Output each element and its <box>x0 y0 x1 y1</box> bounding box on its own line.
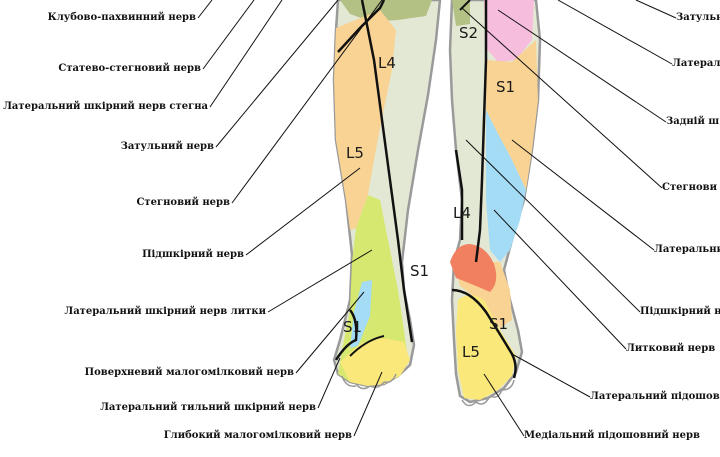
leader-left-9 <box>317 357 341 409</box>
anterior-boundary-line-1 <box>360 0 414 343</box>
anterior-boundary-line-4 <box>349 335 385 357</box>
leader-left-4 <box>215 0 339 148</box>
leader-left-7 <box>267 249 373 313</box>
posterior-boundary-line-2 <box>454 149 464 240</box>
leader-right-1 <box>635 0 677 19</box>
posterior-leg <box>448 0 542 407</box>
nerve-label-ilioinguinal: Клубово-пахвинний нерв <box>47 12 196 23</box>
segment-label: S1 <box>489 315 508 333</box>
leader-left-10 <box>353 371 383 437</box>
leader-left-8 <box>295 291 365 374</box>
nerve-label-lateral-posterior: Латерал <box>672 58 720 69</box>
leader-right-7 <box>493 209 627 350</box>
anterior-boundary-line-3 <box>334 309 358 361</box>
leader-right-2 <box>557 0 673 65</box>
nerve-label-genitofemoral: Статево-стегновий нерв <box>58 63 201 74</box>
nerve-label-sural: Литковий нерв <box>626 343 716 354</box>
anterior-leg <box>332 0 442 390</box>
segment-label: S1 <box>496 78 515 96</box>
segment-label: S2 <box>459 24 478 42</box>
leader-right-5 <box>511 139 655 251</box>
nerve-label-obturator: Затульний нерв <box>120 141 214 152</box>
segment-label: S1 <box>410 262 429 280</box>
leader-right-3 <box>497 9 667 123</box>
nerve-label-posterior-cutaneous: Задній ш <box>666 116 720 127</box>
anterior-boundary-line-2 <box>337 0 386 53</box>
anterior-orange-zone <box>334 10 396 230</box>
posterior-heel-salmon-zone <box>450 244 497 292</box>
posterior-toes <box>461 379 515 407</box>
posterior-sole-yellow-zone <box>456 295 516 400</box>
leader-left-1 <box>197 0 213 19</box>
posterior-boundary-line-1 <box>474 0 488 263</box>
leader-left-6 <box>245 167 361 256</box>
nerve-label-lateral-plantar: Латеральний підошовн <box>590 391 720 402</box>
posterior-pink-zone <box>484 0 534 62</box>
posterior-boundary-line-3 <box>451 288 517 379</box>
leader-right-8 <box>511 353 591 398</box>
posterior-blue-zone <box>486 110 526 262</box>
nerve-label-superficial-peroneal: Поверхневий малогомілковий нерв <box>84 367 294 378</box>
nerve-label-medial-plantar: Медіальний підошовний нерв <box>524 430 700 441</box>
posterior-olive-zone <box>452 0 470 26</box>
leader-right-6 <box>465 139 641 313</box>
segment-label: L5 <box>462 343 480 361</box>
nerve-label-obturator-posterior: Затульн <box>676 12 720 23</box>
nerve-label-lateral-posterior-2: Латеральни <box>654 244 720 255</box>
leader-left-5 <box>231 0 383 204</box>
nerve-label-lateral-dorsal-cutaneous: Латеральний тильний шкірний нерв <box>100 402 316 413</box>
nerve-label-saphenous: Підшкірний нерв <box>142 249 244 260</box>
anterior-toes <box>341 373 397 390</box>
segment-label: L4 <box>378 54 396 72</box>
nerve-label-lateral-femoral-cutaneous: Латеральний шкірний нерв стегна <box>3 101 208 112</box>
leader-left-3 <box>209 0 283 108</box>
leader-lines <box>197 0 677 437</box>
nerve-label-saphenous-posterior: Підшкірний не <box>640 306 720 317</box>
segment-label: L4 <box>453 204 471 222</box>
nerve-label-deep-peroneal: Глибокий малогомілковий нерв <box>163 430 352 441</box>
nerve-label-femoral: Стегновий нерв <box>136 197 230 208</box>
leader-right-9 <box>483 373 525 437</box>
posterior-orange-zone <box>486 40 538 190</box>
nerve-label-lateral-sural-cutaneous: Латеральний шкірний нерв литки <box>64 306 266 317</box>
leader-left-2 <box>202 0 255 70</box>
segment-label: S1 <box>343 318 362 336</box>
posterior-boundary-line-4 <box>459 0 471 11</box>
segment-label: L5 <box>346 144 364 162</box>
leader-right-4 <box>461 7 663 189</box>
nerve-label-femoral-posterior: Стегнови <box>662 182 717 193</box>
